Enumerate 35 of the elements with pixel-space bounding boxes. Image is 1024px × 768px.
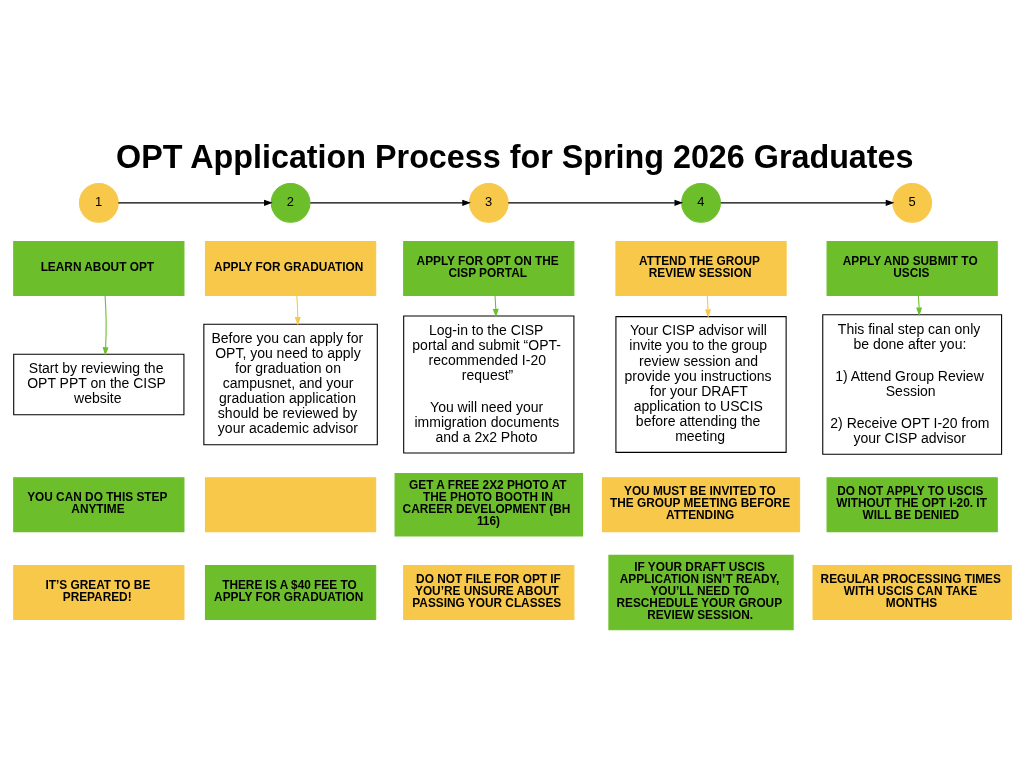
node-box: LEARN ABOUT OPT (12, 240, 184, 296)
node-circle: 1 (78, 182, 119, 223)
diagram-title: OPT Application Process for Spring 2026 Graduates (115, 138, 914, 175)
node-box: GET A FREE 2X2 PHOTO AT THE PHOTO BOOTH IN CAREER DEVELOPMENT (BH 116) (394, 472, 583, 536)
node-box: YOU MUST BE INVITED TO THE GROUP MEETING BEFORE ATTENDING (601, 476, 800, 532)
node-box: Log-in to the CISP portal and submit “OPT-recommended I-20 request” You will need your immigration documents and a 2x2 Photo (402, 314, 574, 454)
node-box: Before you can apply for OPT, you need to apply for graduation on campusnet, and your graduation application should be reviewed by your academic advisor (202, 323, 378, 445)
node-circle: 4 (680, 182, 721, 223)
arrow (294, 294, 301, 326)
node-box: APPLY FOR OPT ON THE CISP PORTAL (402, 240, 574, 296)
node-box: ATTEND THE GROUP REVIEW SESSION (614, 240, 787, 296)
arrow (507, 199, 683, 206)
arrow (117, 199, 273, 206)
node-box: APPLY FOR GRADUATION (204, 240, 376, 296)
node-box: YOU CAN DO THIS STEP ANYTIME (12, 476, 184, 532)
node-box: DO NOT APPLY TO USCIS WITHOUT THE OPT I-20. IT WILL BE DENIED (826, 476, 998, 532)
node-circle: 3 (468, 182, 509, 223)
node-box: REGULAR PROCESSING TIMES WITH USCIS CAN TAKE MONTHS (812, 564, 1012, 620)
node-box: Start by reviewing the OPT PPT on the CISP website (12, 353, 184, 415)
arrow (492, 294, 499, 317)
arrow (704, 294, 711, 318)
node-box (204, 476, 376, 532)
node-box: THERE IS A $40 FEE TO APPLY FOR GRADUATION (204, 564, 376, 620)
arrow (915, 294, 922, 316)
node-box: This final step can only be done after you: 1) Attend Group Review Session 2) Receive OPT I-20 from your CISP advisor (821, 313, 1002, 455)
arrow (309, 199, 471, 206)
node-box: IF YOUR DRAFT USCIS APPLICATION ISN’T READY, YOU’LL NEED TO RESCHEDULE YOUR GROUP REVIEW SESSION. (607, 554, 794, 630)
node-box: IT’S GREAT TO BE PREPARED! (12, 564, 184, 620)
arrow (719, 199, 894, 206)
arrow (102, 294, 109, 356)
node-box: DO NOT FILE FOR OPT IF YOU’RE UNSURE ABOUT PASSING YOUR CLASSES (402, 564, 574, 620)
node-box: APPLY AND SUBMIT TO USCIS (826, 240, 998, 296)
node-circle: 2 (270, 182, 310, 223)
node-box: Your CISP advisor will invite you to the group review session and provide you instructions for your DRAFT application to USCIS before attending the meeting (614, 315, 787, 453)
node-circle: 5 (891, 182, 932, 223)
